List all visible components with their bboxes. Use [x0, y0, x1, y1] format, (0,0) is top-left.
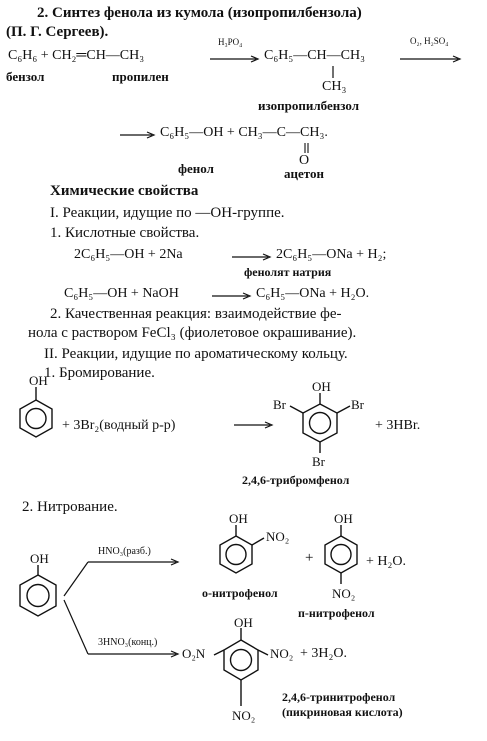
bromination-heading: 1. Бромирование. [44, 365, 155, 381]
phenol-ring [19, 565, 57, 617]
section-author: (П. Г. Сергеев). [6, 24, 109, 40]
ortho-no2: NO₂ [266, 529, 290, 544]
label-benzene: бензол [6, 69, 45, 84]
water3-product: + 3H₂O. [300, 646, 347, 661]
picric-label-2: (пикриновая кислота) [282, 705, 403, 719]
ortho-nitrophenol-label: о-нитрофенол [202, 586, 278, 600]
label-propylene: пропилен [112, 69, 169, 84]
tbp-oh: OH [312, 379, 331, 394]
para-oh: OH [334, 511, 353, 526]
tribromophenol-ring [289, 393, 351, 453]
label-acetone: ацетон [284, 166, 324, 181]
picric-oh: OH [234, 615, 253, 630]
ortho-oh: OH [229, 511, 248, 526]
reagent-dilute: HNO₃(разб.) [98, 546, 151, 557]
kumol-product: C₆H₅—CH—CH₃ [264, 48, 365, 63]
nitration-heading: 2. Нитрование. [22, 499, 118, 515]
section-title: 2. Синтез фенола из кумола (изопропилбен… [37, 5, 362, 21]
na-eq-rhs: 2C₆H₅—ONa + H₂; [276, 247, 387, 262]
reaction-arrow [212, 292, 252, 300]
carbonyl-oxygen: O [299, 153, 310, 168]
catalyst-o2: O₂, H₂SO₄ [410, 36, 449, 46]
chem-props-heading: Химические свойства [50, 183, 199, 199]
water-product: + H₂O. [366, 554, 406, 569]
na-eq-lhs: 2C₆H₅—OH + 2Na [74, 247, 183, 262]
reaction-arrow [232, 253, 272, 261]
bromine-reagent: + 3Br₂(водный р-р) [62, 418, 176, 433]
reaction-arrow [210, 55, 260, 63]
picric-o2n: O₂N [182, 646, 206, 661]
naoh-eq-rhs: C₆H₅—ONa + H₂O. [256, 286, 370, 301]
acid-props-heading: 1. Кислотные свойства. [50, 225, 200, 241]
label-phenolate: фенолят натрия [244, 265, 332, 279]
picric-no2-right: NO₂ [270, 646, 294, 661]
label-phenol: фенол [178, 161, 214, 176]
hbr-byproduct: + 3HBr. [375, 418, 421, 433]
branch-bond [332, 66, 334, 78]
picric-label-1: 2,4,6-тринитрофенол [282, 690, 396, 704]
phenol-oh: OH [30, 551, 49, 566]
para-nitrophenol-ring [324, 525, 358, 584]
double-bond [304, 143, 309, 153]
reagent-conc: 3HNO₃(конц.) [98, 637, 158, 648]
phenol-oh: OH [29, 373, 48, 388]
catalyst-h3po4: H₃PO₄ [218, 37, 243, 47]
phenol-ring [19, 387, 53, 438]
reactions-ring-heading: II. Реакции, идущие по ароматическому ко… [44, 346, 348, 362]
reactions-oh-heading: I. Реакции, идущие по —OH-группе. [50, 205, 285, 221]
cumene-result: C₆H₅—OH + CH₃—C—CH₃. [160, 125, 328, 140]
label-isopropylbenzene: изопропилбензол [258, 98, 359, 113]
para-no2: NO₂ [332, 586, 356, 601]
reaction-arrow [400, 55, 462, 63]
naoh-eq-lhs: C₆H₅—OH + NaOH [64, 286, 179, 301]
picric-acid-ring [213, 628, 269, 706]
picric-no2-para: NO₂ [232, 708, 256, 723]
tribromophenol-label: 2,4,6-трибромфенол [242, 473, 350, 487]
ortho-nitrophenol-ring [219, 525, 265, 574]
kumol-branch: CH₃ [322, 79, 347, 94]
plus-sign: + [305, 550, 314, 566]
bromine-right: Br [351, 397, 364, 412]
para-nitrophenol-label: п-нитрофенол [298, 606, 375, 620]
reaction-arrow [234, 421, 274, 429]
kumol-lhs: C₆H₆ + CH₂═CH—CH₃ [8, 48, 145, 63]
bromine-para: Br [312, 454, 325, 469]
qualitative-line1: 2. Качественная реакция: взаимодействие … [50, 306, 342, 322]
qualitative-line2: нола с раствором FeCl₃ (фиолетовое окраш… [28, 325, 357, 341]
reaction-arrows [63, 558, 180, 658]
reaction-arrow [120, 131, 156, 139]
bromine-left: Br [273, 397, 286, 412]
